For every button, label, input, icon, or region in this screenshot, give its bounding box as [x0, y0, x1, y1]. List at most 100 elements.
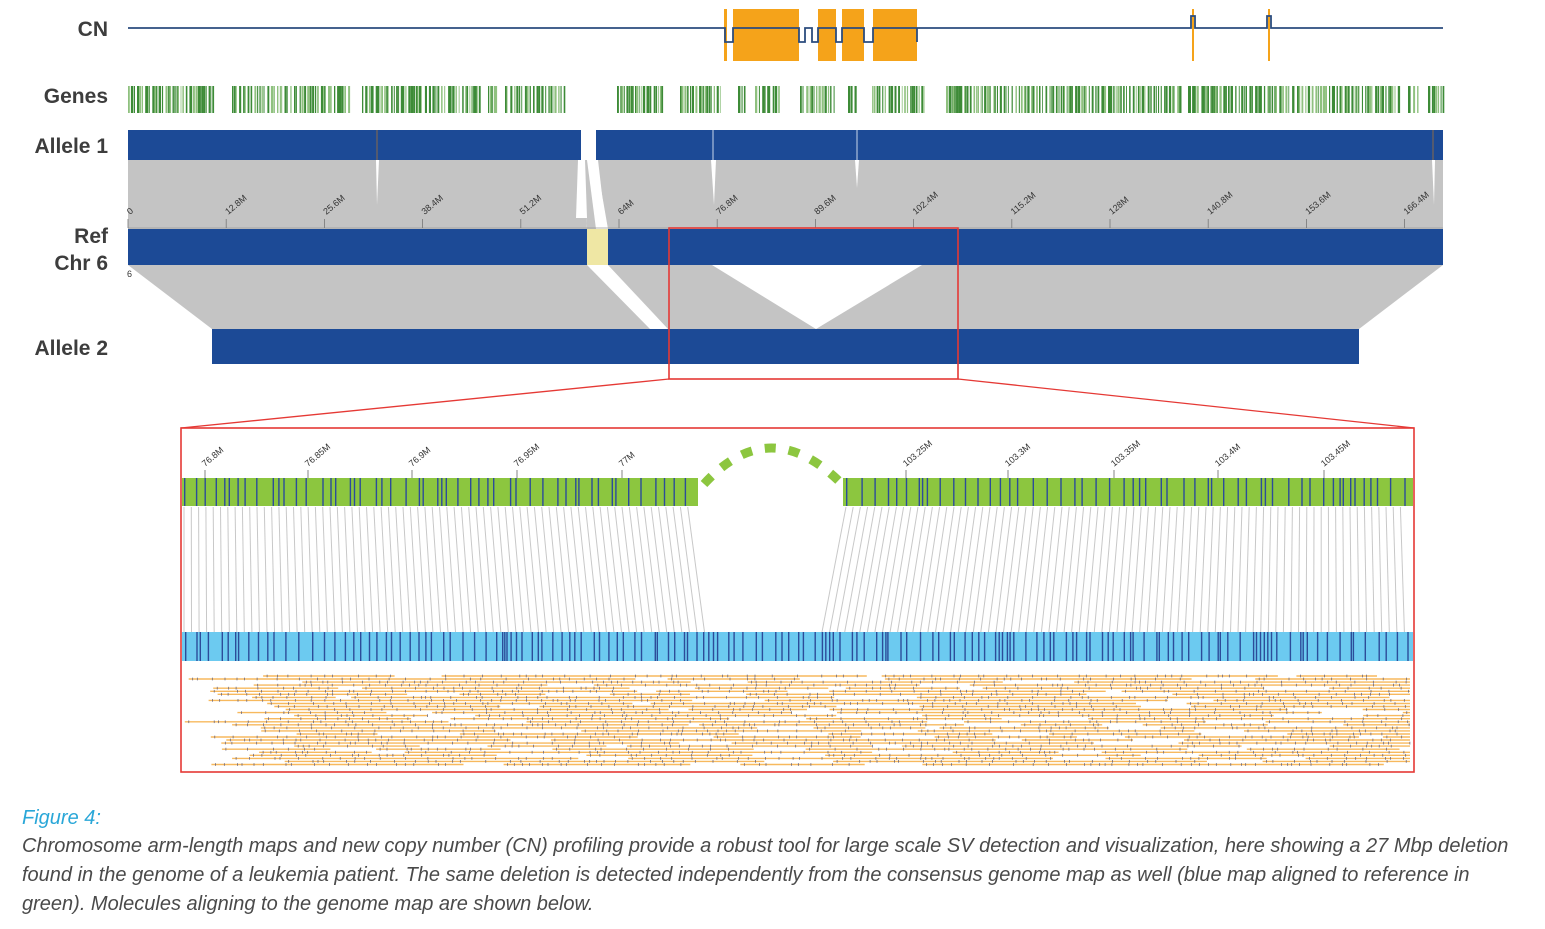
gene-mark	[1357, 86, 1359, 113]
gene-mark	[1055, 86, 1058, 113]
alignment-line	[980, 506, 998, 633]
gene-mark	[391, 86, 393, 113]
alignment-line	[278, 506, 283, 633]
gene-mark	[161, 86, 164, 113]
alignment-line	[271, 506, 275, 633]
consensus-map-site	[207, 632, 210, 661]
gene-mark	[428, 86, 431, 113]
gene-mark	[632, 86, 634, 113]
gene-mark	[1193, 86, 1196, 113]
gene-mark	[969, 86, 972, 113]
alignment-line	[904, 506, 926, 633]
alignment-line	[585, 506, 600, 633]
consensus-map-site	[248, 632, 250, 661]
gene-mark	[1060, 86, 1062, 113]
alignment-line	[658, 506, 675, 633]
gene-mark	[1285, 86, 1288, 113]
cn-profile-line	[128, 15, 1443, 43]
gene-mark	[1385, 86, 1387, 113]
allele1-twist-right	[590, 160, 606, 229]
alignment-line	[205, 506, 208, 633]
gene-mark	[646, 86, 648, 113]
gene-mark	[334, 86, 336, 113]
consensus-map-site	[708, 632, 710, 661]
ref-label-line2: Chr 6	[54, 252, 108, 275]
reference-map-site	[1123, 478, 1125, 506]
gene-mark	[1268, 86, 1270, 113]
gene-mark	[563, 86, 566, 113]
gene-mark	[951, 86, 953, 113]
gene-mark	[541, 86, 544, 113]
gene-mark	[811, 86, 814, 113]
gene-mark	[710, 86, 712, 113]
gene-mark	[691, 86, 694, 113]
consensus-map-site	[683, 632, 686, 661]
gene-mark	[554, 86, 557, 113]
reference-map-site	[305, 478, 307, 506]
gene-mark	[308, 86, 311, 113]
consensus-map-site	[949, 632, 952, 661]
reference-map-site	[278, 478, 280, 506]
gene-mark	[168, 86, 171, 113]
cn-gain-thin-right	[1192, 9, 1194, 61]
gene-mark	[999, 86, 1002, 113]
gene-mark	[521, 86, 523, 113]
consensus-map-site	[473, 632, 476, 661]
consensus-map-site	[593, 632, 595, 661]
gene-mark	[620, 86, 622, 113]
alignment-line	[504, 506, 517, 633]
gene-mark	[1042, 86, 1043, 113]
alignment-line	[1010, 506, 1027, 633]
alignment-line	[650, 506, 668, 633]
gene-mark	[850, 86, 853, 113]
gene-mark	[1179, 86, 1182, 113]
alignment-line	[927, 506, 948, 633]
gene-mark	[1238, 86, 1240, 113]
gene-mark	[1283, 86, 1284, 113]
gene-mark	[304, 86, 307, 113]
consensus-map-site	[1385, 632, 1387, 661]
alignment-line	[1245, 506, 1250, 633]
reference-map-site	[926, 478, 929, 506]
gene-mark	[1081, 86, 1084, 113]
gene-mark	[279, 86, 282, 113]
gene-mark	[1018, 86, 1020, 113]
gene-mark	[247, 86, 250, 113]
gene-mark	[1045, 86, 1048, 113]
consensus-map-site	[425, 632, 427, 661]
gene-mark	[146, 86, 149, 113]
gene-mark	[1204, 86, 1206, 113]
alignment-line	[307, 506, 313, 633]
gene-mark	[952, 86, 955, 113]
gene-mark	[1126, 86, 1127, 113]
gene-mark	[1036, 86, 1038, 113]
gene-mark	[232, 86, 234, 113]
consensus-map-site	[1112, 632, 1114, 661]
gene-mark	[1371, 86, 1373, 113]
alignment-line	[1192, 506, 1200, 633]
gene-mark	[1101, 86, 1104, 113]
gene-mark	[314, 86, 317, 113]
gene-mark	[946, 86, 949, 113]
alignment-line	[599, 506, 615, 633]
consensus-map-site	[1219, 632, 1221, 661]
reference-map-site	[349, 478, 352, 506]
consensus-map-site	[788, 632, 790, 661]
gene-mark	[1431, 86, 1434, 113]
gene-mark	[1358, 86, 1360, 113]
consensus-map-site	[334, 632, 336, 661]
reference-map-site	[557, 478, 559, 506]
gene-mark	[310, 86, 312, 113]
gene-mark	[368, 86, 370, 113]
gene-mark	[702, 86, 704, 113]
gene-mark	[328, 86, 331, 113]
gene-mark	[1196, 86, 1199, 113]
gene-mark	[898, 86, 900, 113]
gene-mark	[818, 86, 821, 113]
gene-mark	[455, 86, 457, 113]
gene-mark	[680, 86, 682, 113]
gene-mark	[472, 86, 474, 113]
alignment-line	[1275, 506, 1279, 633]
consensus-map-site	[1181, 632, 1183, 661]
reference-map-site	[1095, 478, 1097, 506]
